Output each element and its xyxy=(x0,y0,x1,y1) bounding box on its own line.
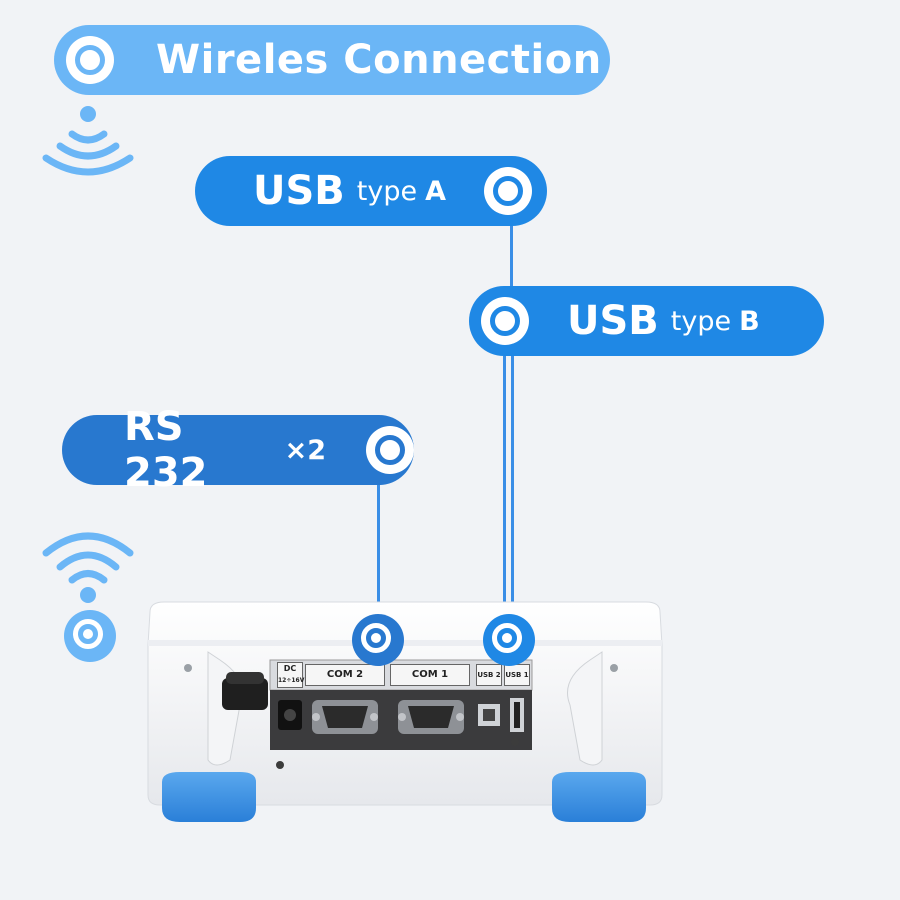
usb2-port-label: USB 2 xyxy=(476,664,502,686)
rs232-connector-line xyxy=(377,485,380,615)
dc-text: DC xyxy=(283,664,297,673)
usb-b-sub-text: type xyxy=(670,305,732,337)
rs232-mult-text: ×2 xyxy=(284,434,326,466)
wireless-connection-label: Wireles Connection xyxy=(54,25,610,95)
com2-port-label: COM 2 xyxy=(305,664,385,686)
usb1-port-label: USB 1 xyxy=(504,664,530,686)
target-ring-icon xyxy=(484,167,533,215)
com1-port-label: COM 1 xyxy=(390,664,470,686)
dc-port-label: DC 12÷16V xyxy=(277,662,305,688)
target-ring-icon xyxy=(366,426,414,474)
usb-a-connector-line xyxy=(510,226,513,286)
rs232-main-text: RS 232 xyxy=(124,404,208,496)
target-ring-icon xyxy=(483,614,535,666)
usb-a-letter-text: A xyxy=(425,175,447,207)
usb-b-letter-text: B xyxy=(739,305,760,337)
wifi-waves-up-icon xyxy=(42,106,134,176)
wifi-waves-down-icon xyxy=(42,532,134,603)
wireless-connection-text: Wireles Connection xyxy=(156,37,602,83)
usb-a-sub-text: type xyxy=(356,175,418,207)
usb-a-main-text: USB xyxy=(253,168,345,214)
usb-b-main-text: USB xyxy=(567,298,659,344)
usb-type-b-label: USB type B xyxy=(469,286,824,356)
target-ring-icon xyxy=(64,610,116,662)
usb-a-connector-line-lower xyxy=(511,356,514,618)
target-ring-icon xyxy=(66,36,114,84)
usb-b-connector-line xyxy=(503,356,506,618)
target-ring-icon xyxy=(352,614,404,666)
usb-type-a-label: USB type A xyxy=(195,156,547,226)
target-ring-icon xyxy=(481,297,529,345)
device-rear-illustration xyxy=(147,601,663,822)
dc-voltage-text: 12÷16V xyxy=(278,677,305,684)
rs232-label: RS 232 ×2 xyxy=(62,404,414,496)
